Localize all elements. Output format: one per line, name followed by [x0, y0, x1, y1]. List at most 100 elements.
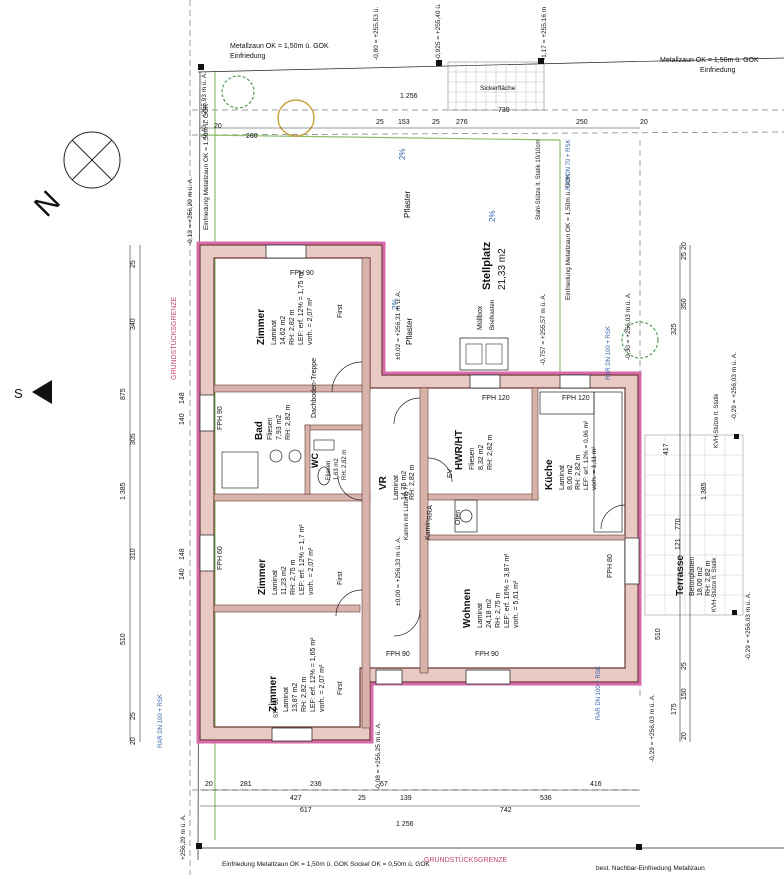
bathroom-fixtures	[221, 439, 335, 489]
svg-text:875: 875	[120, 388, 127, 400]
svg-text:FPH 90: FPH 90	[386, 651, 410, 658]
svg-text:RH: 2,82 m: RH: 2,82 m	[487, 434, 494, 470]
svg-text:305: 305	[130, 433, 137, 445]
svg-text:Fliesen: Fliesen	[267, 417, 274, 440]
windows	[199, 244, 640, 742]
svg-text:RH: 2,75 m: RH: 2,75 m	[495, 592, 502, 628]
pflaster-label-2: Pflaster	[405, 318, 414, 345]
svg-text:8,32 m2: 8,32 m2	[478, 445, 485, 470]
svg-text:Laminat: Laminat	[272, 570, 279, 595]
svg-text:67: 67	[380, 781, 388, 788]
svg-text:13,87 m2: 13,87 m2	[292, 683, 299, 712]
svg-text:310: 310	[130, 548, 137, 560]
left-fence: Einfriedung Metallzaun OK = 1,50m ü. GOK	[203, 103, 210, 230]
svg-text:-0,80 = +255,53 ü.: -0,80 = +255,53 ü.	[373, 7, 380, 60]
svg-text:25: 25	[376, 119, 384, 126]
svg-text:FPH 120: FPH 120	[482, 395, 510, 402]
svg-text:20: 20	[205, 781, 213, 788]
slope-label-3: 2%	[391, 298, 400, 310]
sickerflaeche-label: Sickerfläche	[480, 85, 516, 92]
svg-text:-0,29 = +256,03 m ü. A.: -0,29 = +256,03 m ü. A.	[649, 694, 656, 762]
terrasse-tiles	[644, 434, 744, 616]
grenze-bottom: GRUNDSTÜCKSGRENZE	[424, 856, 508, 864]
svg-text:RH: 2,82 m: RH: 2,82 m	[575, 454, 582, 490]
svg-text:742: 742	[500, 807, 512, 814]
room-kueche: Küche Laminat 8,00 m2 RH: 2,82 m LEF: er…	[544, 420, 598, 490]
survey-markers	[196, 58, 739, 850]
svg-text:LEF: erf. 12% = 0,96 m²: LEF: erf. 12% = 0,96 m²	[583, 420, 590, 490]
svg-text:510: 510	[120, 633, 127, 645]
svg-text:25: 25	[358, 795, 366, 802]
svg-text:140: 140	[179, 568, 186, 580]
dimension-lines	[129, 127, 691, 807]
svg-text:LEF: erf. 12% = 1,75 m²: LEF: erf. 12% = 1,75 m²	[298, 270, 305, 345]
slope-label-2: 2%	[488, 210, 497, 222]
svg-text:Kamin: Kamin	[425, 520, 432, 540]
svg-text:25: 25	[130, 712, 137, 720]
svg-text:250: 250	[576, 119, 588, 126]
svg-text:Zimmer: Zimmer	[268, 676, 279, 712]
svg-text:24,18 m2: 24,18 m2	[486, 599, 493, 628]
svg-text:LEF: erf. 12% = 1,7 m²: LEF: erf. 12% = 1,7 m²	[299, 524, 306, 595]
svg-text:1 385: 1 385	[701, 482, 708, 500]
svg-text:140: 140	[179, 413, 186, 425]
svg-text:Bad: Bad	[254, 421, 265, 440]
svg-text:1,63 m2: 1,63 m2	[334, 458, 340, 480]
svg-text:RH: 2,82 m: RH: 2,82 m	[289, 309, 296, 345]
svg-text:Küche: Küche	[544, 459, 555, 490]
fixture-labels: Dachboden-Treppe Kamin EV RRA Ofen FPH 9…	[217, 270, 614, 718]
top-fence-left2: Einfriedung	[230, 53, 266, 60]
svg-text:536: 536	[540, 795, 552, 802]
svg-text:Fliesen: Fliesen	[326, 461, 332, 480]
room-zimmer-2: Zimmer Laminat 11,23 m2 RH: 2,75 m LEF: …	[257, 524, 344, 595]
svg-text:-0,925 = +255,40 ü.: -0,925 = +255,40 ü.	[435, 3, 442, 60]
svg-text:175: 175	[671, 703, 678, 715]
svg-text:±0,00 = +256,33 m ü. A.: ±0,00 = +256,33 m ü. A.	[395, 536, 402, 606]
svg-text:First: First	[337, 571, 344, 585]
svg-text:Zimmer: Zimmer	[256, 309, 267, 345]
south-label: S	[14, 386, 23, 401]
svg-text:HWR/HT: HWR/HT	[454, 430, 465, 470]
svg-text:vorh. = 2,07 m²: vorh. = 2,07 m²	[307, 297, 314, 345]
svg-text:14,62 m2: 14,62 m2	[280, 316, 287, 345]
terrasse: Terrasse Betonplatten 18,00 m2 RH: 2,82 …	[675, 555, 712, 596]
building-walls	[196, 241, 642, 744]
svg-text:Stellplatz: Stellplatz	[481, 241, 493, 290]
rar-label-3: RAR DN 100 + RSK	[596, 666, 602, 720]
north-label: N	[28, 185, 67, 224]
svg-text:20: 20	[681, 242, 688, 250]
svg-text:11,23 m2: 11,23 m2	[281, 566, 288, 595]
svg-text:-0,30 = +256,03 m ü. A.: -0,30 = +256,03 m ü. A.	[625, 292, 632, 360]
stellplatz: Stellplatz 21,33 m2	[481, 241, 508, 290]
svg-text:RRA: RRA	[427, 505, 434, 520]
svg-text:Zimmer: Zimmer	[257, 559, 268, 595]
svg-text:Terrasse: Terrasse	[675, 555, 686, 596]
svg-text:148: 148	[179, 548, 186, 560]
svg-text:260: 260	[246, 133, 258, 140]
svg-text:510: 510	[655, 628, 662, 640]
svg-text:WC: WC	[310, 453, 320, 468]
svg-text:7,93 m2: 7,93 m2	[276, 415, 283, 440]
kvh-label-1: KVH-Stütze lt. Statik	[714, 393, 720, 448]
svg-text:+256,29 m ü. A.: +256,29 m ü. A.	[180, 814, 187, 860]
svg-text:1 256: 1 256	[400, 93, 418, 100]
svg-text:FPH 80: FPH 80	[607, 554, 614, 578]
south-arrow-icon: S	[14, 380, 52, 404]
svg-text:vorh. = 2,07 m²: vorh. = 2,07 m²	[319, 664, 326, 712]
svg-text:vorh. = 2,07 m²: vorh. = 2,07 m²	[308, 547, 315, 595]
briefkasten-label: Briefkasten	[490, 300, 496, 330]
svg-text:RH: 2,82 m: RH: 2,82 m	[705, 560, 712, 596]
right-fence: Einfriedung Metallzaun OK = 1,50m ü. GOK	[565, 173, 572, 300]
svg-text:8,00 m2: 8,00 m2	[567, 465, 574, 490]
svg-text:18,00 m2: 18,00 m2	[697, 567, 704, 596]
rar-label-2: RAR DN 100 + RSK	[606, 326, 612, 380]
svg-text:427: 427	[290, 795, 302, 802]
svg-text:25: 25	[681, 252, 688, 260]
svg-text:1 256: 1 256	[396, 821, 414, 828]
svg-text:-0,757 = +255,57 m ü. A.: -0,757 = +255,57 m ü. A.	[540, 293, 547, 365]
tree-icon	[221, 75, 659, 359]
svg-text:121: 121	[675, 538, 682, 550]
svg-text:340: 340	[130, 318, 137, 330]
top-fence-left: Metallzaun OK = 1,50m ü. GOK	[230, 43, 329, 50]
svg-text:-1,17 = +255,16 m: -1,17 = +255,16 m	[541, 7, 548, 60]
